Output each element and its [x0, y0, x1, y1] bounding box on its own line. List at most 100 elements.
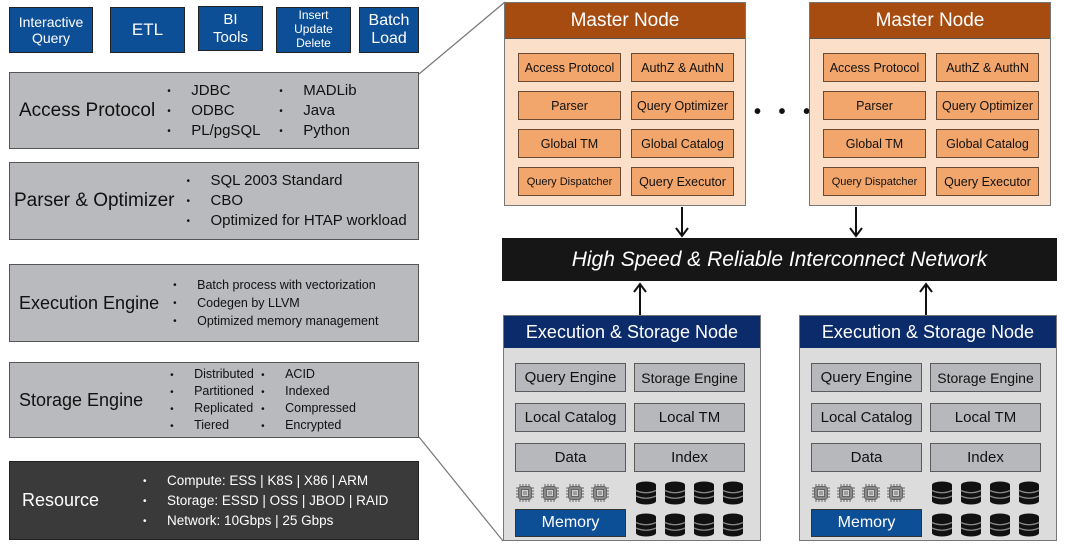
database-icon	[635, 513, 657, 542]
component-storage-engine: Storage Engine	[930, 363, 1041, 392]
interconnect-network: High Speed & Reliable Interconnect Netwo…	[502, 238, 1057, 281]
layer-title: Execution Engine	[19, 292, 160, 313]
workload-bi-tools[interactable]: BI Tools	[198, 6, 263, 51]
component-data: Data	[811, 443, 922, 472]
cpu-chip-icon	[861, 483, 881, 508]
database-icon	[989, 481, 1011, 510]
list-item: Compute: ESS | K8S | X86 | ARM	[143, 471, 388, 492]
list-item: Storage: ESSD | OSS | JBOD | RAID	[143, 491, 388, 512]
bullet-list: JDBC ODBC PL/pgSQL	[167, 81, 279, 142]
component-query-engine: Query Engine	[515, 363, 626, 392]
list-item: MADLib	[279, 81, 356, 102]
component-query-dispatcher: Query Dispatcher	[823, 167, 926, 196]
database-icon	[664, 513, 686, 542]
cpu-chip-icon	[886, 483, 906, 508]
component-query-optimizer: Query Optimizer	[936, 91, 1039, 120]
component-index: Index	[634, 443, 745, 472]
component-authz-authn: AuthZ & AuthN	[936, 53, 1039, 82]
bullet-list: Compute: ESS | K8S | X86 | ARM Storage: …	[143, 471, 388, 532]
layer-title: Access Protocol	[19, 99, 156, 121]
component-authz-authn: AuthZ & AuthN	[631, 53, 734, 82]
cpu-chip-icon	[836, 483, 856, 508]
cpu-chip-icon	[565, 483, 585, 508]
arrowhead-down	[849, 227, 863, 238]
cpu-chip-icon	[515, 483, 535, 508]
component-data: Data	[515, 443, 626, 472]
component-local-catalog: Local Catalog	[515, 403, 626, 432]
list-item: Tiered	[170, 417, 261, 435]
layer-title: Resource	[22, 490, 100, 510]
list-item: CBO	[186, 191, 406, 212]
layer-access-protocol: Access Protocol JDBC ODBC PL/pgSQL MADLi…	[9, 72, 419, 149]
layer-title: Parser & Optimizer	[14, 190, 175, 211]
arrowhead-up	[919, 282, 933, 293]
memory-block: Memory	[811, 509, 922, 537]
network-label: High Speed & Reliable Interconnect Netwo…	[571, 247, 988, 271]
list-item: Encrypted	[261, 417, 356, 435]
list-item: Partitioned	[170, 383, 261, 401]
execution-storage-node: Execution & Storage Node Query Engine St…	[799, 315, 1057, 541]
master-node-title: Master Node	[505, 3, 745, 39]
memory-block: Memory	[515, 509, 626, 537]
workload-insert-update-delete[interactable]: Insert Update Delete	[276, 7, 351, 53]
database-icon	[722, 481, 744, 510]
exec-node-title: Execution & Storage Node	[800, 316, 1056, 348]
workload-etl[interactable]: ETL	[110, 7, 185, 53]
bullet-list: Distributed Partitioned Replicated Tiere…	[170, 366, 261, 435]
list-item: Network: 10Gbps | 25 Gbps	[143, 511, 388, 532]
layer-resource: Resource Compute: ESS | K8S | X86 | ARM …	[9, 461, 419, 540]
cpu-chip-icon	[590, 483, 610, 508]
database-icon	[664, 481, 686, 510]
master-node: Master Node Access Protocol AuthZ & Auth…	[504, 2, 746, 206]
layer-title: Storage Engine	[19, 389, 144, 410]
database-icon	[931, 513, 953, 542]
component-access-protocol: Access Protocol	[823, 53, 926, 82]
list-item: Optimized for HTAP workload	[186, 211, 406, 232]
bullet-list: Batch process with vectorization Codegen…	[173, 276, 378, 331]
list-item: Batch process with vectorization	[173, 276, 378, 295]
workload-interactive-query[interactable]: Interactive Query	[9, 7, 93, 53]
bullet-list: MADLib Java Python	[279, 81, 356, 142]
database-icon	[1018, 513, 1040, 542]
layer-storage-engine: Storage Engine Distributed Partitioned R…	[9, 362, 419, 438]
component-global-tm: Global TM	[518, 129, 621, 158]
database-icon	[722, 513, 744, 542]
list-item: Distributed	[170, 366, 261, 384]
bullet-list: SQL 2003 Standard CBO Optimized for HTAP…	[186, 171, 406, 232]
list-item: Java	[279, 101, 356, 122]
component-parser: Parser	[823, 91, 926, 120]
database-icon	[693, 481, 715, 510]
component-parser: Parser	[518, 91, 621, 120]
database-icon	[960, 481, 982, 510]
database-icon	[635, 481, 657, 510]
component-query-executor: Query Executor	[631, 167, 734, 196]
database-icon	[693, 513, 715, 542]
list-item: SQL 2003 Standard	[186, 171, 406, 192]
exec-node-title: Execution & Storage Node	[504, 316, 760, 348]
cpu-chip-icon	[811, 483, 831, 508]
workload-batch-load[interactable]: Batch Load	[359, 7, 419, 53]
component-index: Index	[930, 443, 1041, 472]
arrowhead-down	[675, 227, 689, 238]
arrowhead-up	[633, 282, 647, 293]
list-item: Codegen by LLVM	[173, 294, 378, 313]
layer-execution-engine: Execution Engine Batch process with vect…	[9, 264, 419, 342]
list-item: Compressed	[261, 400, 356, 418]
zoom-line-top	[418, 1, 506, 75]
component-query-engine: Query Engine	[811, 363, 922, 392]
database-icon	[1018, 481, 1040, 510]
list-item: ACID	[261, 366, 356, 384]
component-query-executor: Query Executor	[936, 167, 1039, 196]
ellipsis: • • •	[754, 101, 817, 123]
list-item: PL/pgSQL	[167, 121, 279, 142]
master-node: Master Node Access Protocol AuthZ & Auth…	[809, 2, 1051, 206]
list-item: Replicated	[170, 400, 261, 418]
component-storage-engine: Storage Engine	[634, 363, 745, 392]
component-global-catalog: Global Catalog	[631, 129, 734, 158]
component-local-tm: Local TM	[930, 403, 1041, 432]
component-query-optimizer: Query Optimizer	[631, 91, 734, 120]
list-item: Indexed	[261, 383, 356, 401]
database-icon	[989, 513, 1011, 542]
bullet-list: ACID Indexed Compressed Encrypted	[261, 366, 356, 435]
database-icon	[960, 513, 982, 542]
